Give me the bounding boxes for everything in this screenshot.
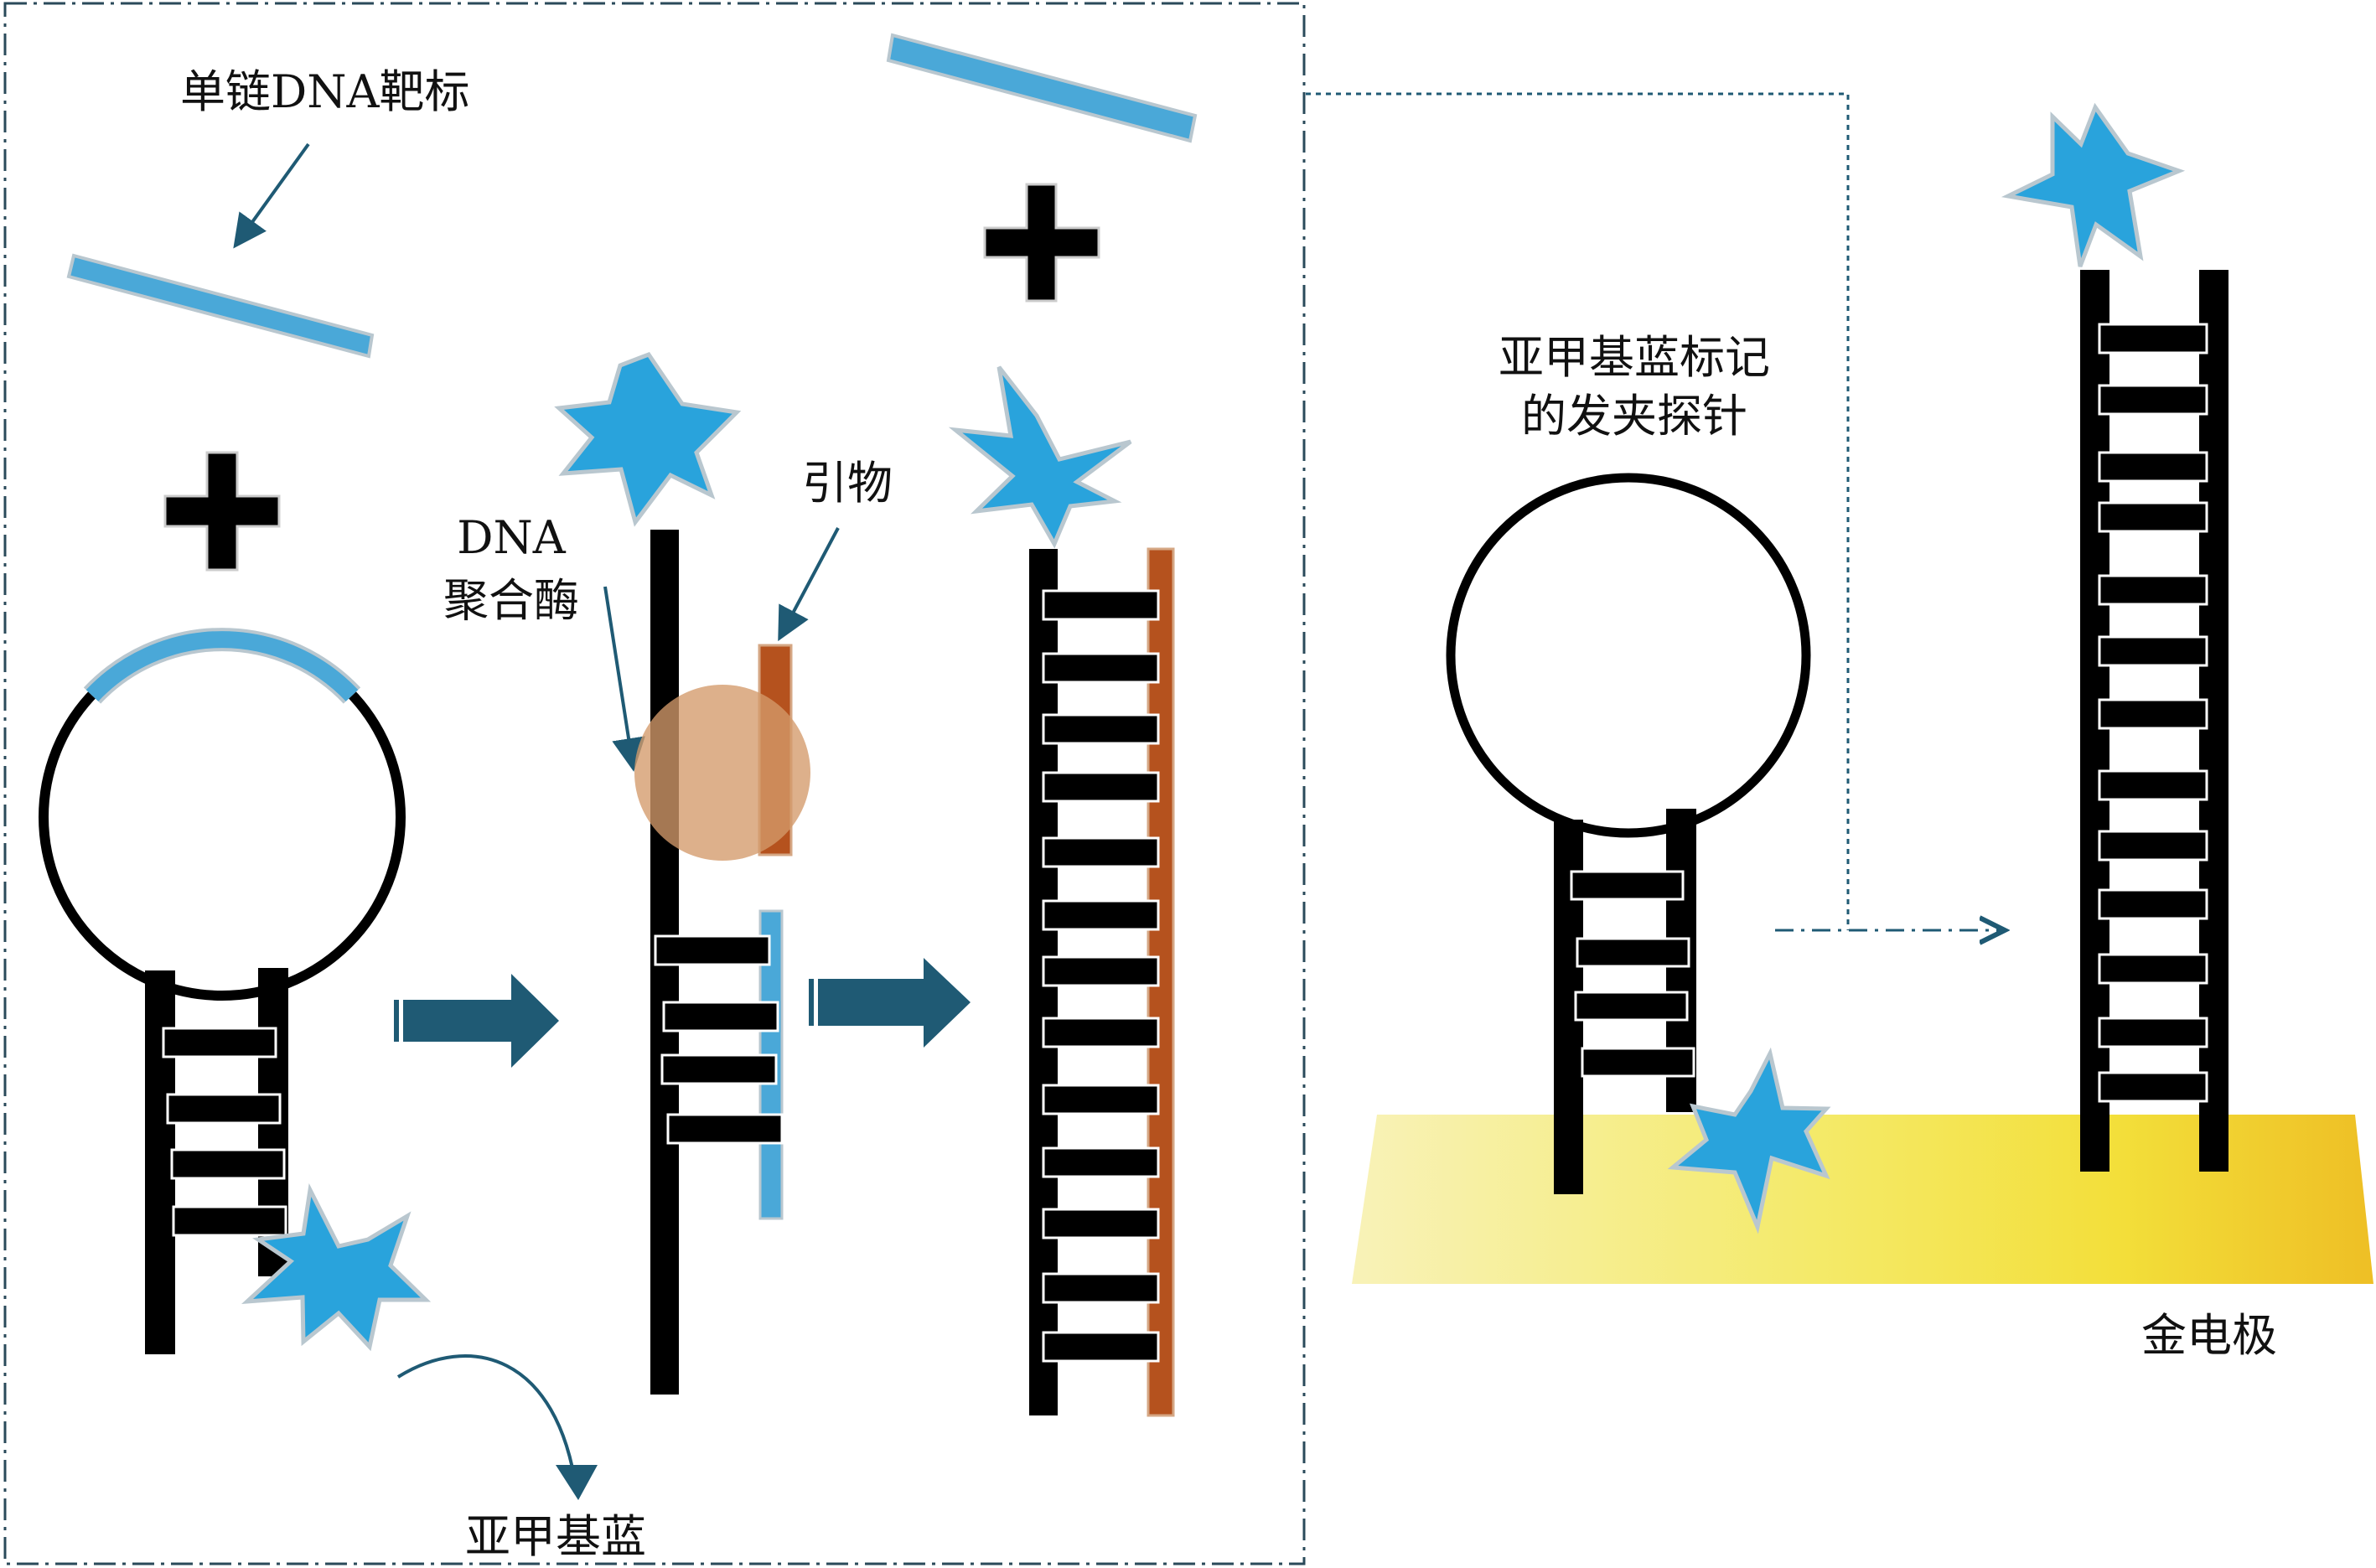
primer-pointer (778, 527, 840, 642)
ssdna-target-strand (66, 253, 375, 359)
star-icon (2001, 102, 2186, 267)
process-arrow-icon (394, 974, 559, 1068)
primer-label: 引物 (802, 457, 893, 510)
dna-polymerase-pointer (603, 586, 645, 772)
hairpin-probe-on-electrode (1446, 473, 1811, 1194)
dna-polymerase-label-line1: DNA (457, 511, 567, 564)
hairpin-probe-label-line1: 亚甲基蓝标记 (1499, 331, 1770, 384)
ssdna-target-label: 单链DNA靶标 (180, 65, 470, 118)
methylene-blue-label: 亚甲基蓝 (465, 1510, 646, 1563)
star-icon (554, 351, 742, 527)
dna-polymerase-label-line2: 聚合酶 (443, 574, 579, 627)
gold-electrode (1352, 1115, 2373, 1284)
star-icon (1667, 1047, 1831, 1234)
ssdna-target-pointer (233, 142, 310, 249)
methylene-blue-pointer (396, 1354, 578, 1493)
plus-icon (163, 451, 281, 572)
hairpin-probe-label-line2: 的发夹探针 (1521, 390, 1747, 442)
dashed-connector (1306, 92, 1850, 930)
gold-electrode-label: 金电极 (2141, 1309, 2277, 1362)
extended-duplex-rungs (1042, 589, 1160, 1363)
dna-polymerase (634, 685, 810, 861)
star-icon (948, 365, 1132, 549)
star-icon (241, 1182, 432, 1352)
methylene-blue-pointer-head (556, 1465, 598, 1500)
plus-icon (983, 183, 1100, 303)
left-panel-border (3, 2, 1306, 1565)
ssdna-target-strand-top (886, 33, 1198, 143)
process-arrow-icon (809, 958, 971, 1048)
hairpin-probe-1 (39, 628, 406, 1354)
electrode-duplex-rungs (2098, 323, 2208, 1103)
